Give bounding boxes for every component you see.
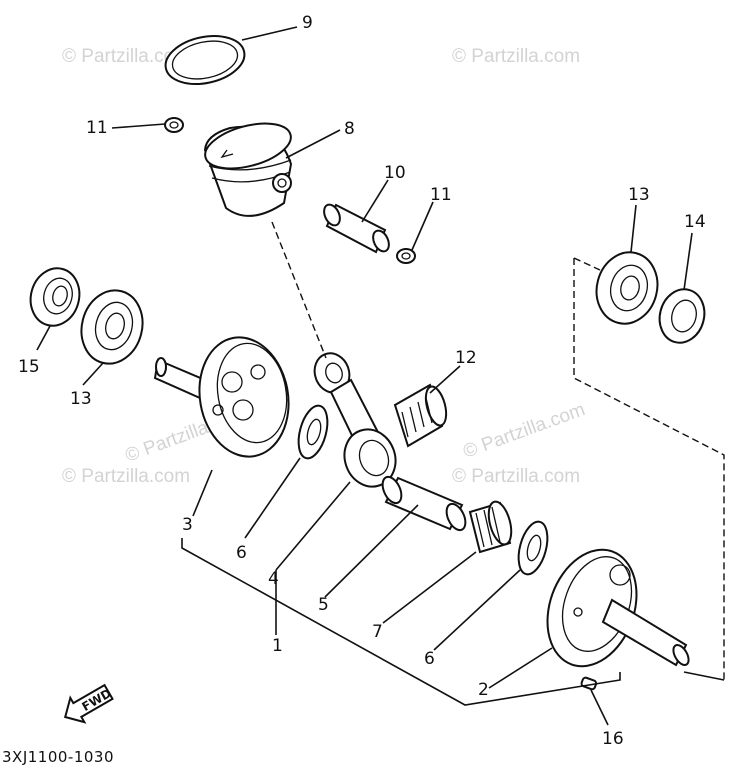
piston-pin-part[interactable] [321, 202, 392, 254]
piston-pin-clip-right-part[interactable] [396, 248, 416, 264]
connecting-rod-part[interactable] [309, 348, 403, 493]
callout-15: 15 [18, 357, 40, 377]
watermark-top-right: © Partzilla.com [452, 46, 580, 67]
diagram-code: 3XJ1100-1030 [2, 748, 114, 766]
callout-4: 4 [268, 569, 279, 589]
piston-part[interactable] [200, 115, 295, 217]
crank-bearing-left-part[interactable] [73, 283, 150, 370]
oil-seal-left-part[interactable] [24, 263, 85, 331]
washer-right-part[interactable] [513, 519, 552, 578]
callout-8: 8 [344, 119, 355, 139]
callout-6-left: 6 [236, 543, 247, 563]
callout-12: 12 [455, 348, 477, 368]
watermark-mid-left: © Partzilla.com [62, 466, 190, 487]
callout-14: 14 [684, 212, 706, 232]
callout-11-right: 11 [430, 185, 452, 205]
piston-ring-part[interactable] [161, 29, 249, 91]
assembly-bracket [181, 538, 725, 706]
big-end-bearing-part[interactable] [468, 499, 515, 554]
small-end-bearing-part[interactable] [393, 383, 450, 448]
crank-bearing-right-part[interactable] [589, 245, 666, 330]
callout-6-right: 6 [424, 649, 435, 669]
callout-13-right: 13 [628, 185, 650, 205]
callout-13-left: 13 [70, 389, 92, 409]
watermark-center: © Partzilla.com [452, 466, 580, 487]
callout-1: 1 [272, 636, 283, 656]
callout-5: 5 [318, 595, 329, 615]
leader-lines [36, 26, 693, 726]
callout-9: 9 [302, 13, 313, 33]
crank-pin-part[interactable] [379, 474, 469, 533]
oil-seal-right-part[interactable] [654, 284, 710, 348]
alignment-lines [271, 221, 725, 680]
watermark-top-left: © Partzilla.com [62, 46, 190, 67]
watermark-rotated: © Partzilla.com [461, 399, 588, 463]
callout-3: 3 [182, 515, 193, 535]
callout-10: 10 [384, 163, 406, 183]
callout-numbers: 9 11 8 10 11 13 14 15 12 13 3 6 4 5 7 1 … [18, 13, 706, 749]
fwd-arrow-icon [63, 683, 114, 724]
crank-2-part[interactable] [532, 537, 692, 678]
callout-7: 7 [372, 622, 383, 642]
forward-direction-indicator: FWD [63, 683, 114, 724]
callout-16: 16 [602, 729, 624, 749]
crank-1-part[interactable] [153, 330, 298, 463]
washer-left-part[interactable] [293, 403, 332, 462]
callout-2: 2 [478, 680, 489, 700]
callout-11-top: 11 [86, 118, 108, 138]
piston-pin-clip-top-part[interactable] [164, 117, 184, 133]
